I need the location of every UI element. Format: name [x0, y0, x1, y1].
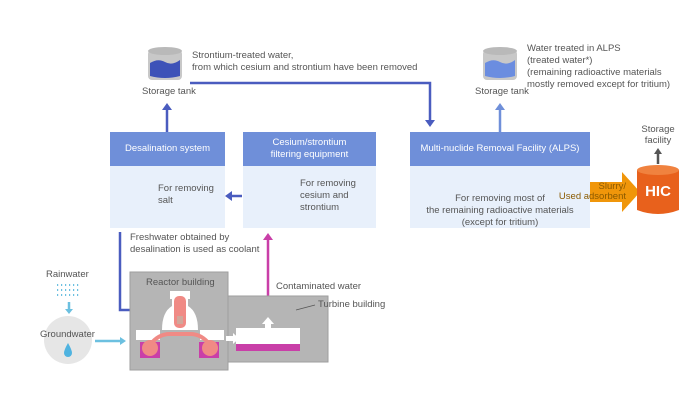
rain-to-ground-arrow	[65, 302, 73, 314]
storage-tank-left-icon	[148, 47, 182, 80]
alps-desc-line3: (except for tritium)	[461, 217, 539, 228]
cesium-title-line2: filtering equipment	[270, 149, 349, 160]
arrow-cesium-to-desalination	[225, 191, 242, 201]
left-tank-desc-line1: Strontium-treated water,	[192, 50, 294, 61]
right-tank-description: Water treated in ALPS (treated water*) (…	[527, 43, 670, 91]
rain-icon	[57, 284, 79, 296]
arrow-strontium-water-to-alps	[190, 81, 435, 127]
desalination-system-body	[110, 166, 225, 228]
alps-desc-line2: the remaining radioactive materials	[426, 205, 574, 216]
groundwater-label: Groundwater	[40, 329, 95, 340]
freshwater-line1: Freshwater obtained by	[130, 232, 230, 243]
left-tank-label: Storage tank	[142, 86, 196, 97]
rainwater-label: Rainwater	[46, 269, 89, 280]
right-tank-desc-line3: (remaining radioactive materials	[527, 67, 662, 78]
desalination-system-header: Desalination system	[110, 132, 225, 166]
alps-desc-line1: For removing most of	[455, 193, 545, 204]
reactor-building-label: Reactor building	[146, 277, 215, 288]
cesium-description: For removing cesium and strontium	[300, 178, 356, 214]
groundwater-to-reactor-arrow	[95, 337, 126, 345]
freshwater-line2: desalination is used as coolant	[130, 244, 260, 255]
slurry-line1: Slurry/	[598, 181, 626, 192]
cesium-title-line1: Cesium/strontium	[272, 137, 347, 148]
storage-tank-right-icon	[483, 47, 517, 80]
right-tank-label: Storage tank	[475, 86, 529, 97]
arrow-to-storage-facility	[654, 148, 662, 164]
alps-title: Multi-nuclide Removal Facility (ALPS)	[420, 143, 580, 154]
turbine-building-label: Turbine building	[318, 299, 386, 310]
slurry-line2: Used adsorbent	[558, 191, 626, 202]
desalination-title: Desalination system	[124, 143, 210, 154]
alps-body	[410, 166, 590, 228]
groundwater-icon	[44, 316, 92, 364]
turbine-basin-icon	[236, 317, 300, 351]
storage-facility-label: Storage facility	[628, 124, 688, 146]
alps-description: For removing most of the remaining radio…	[410, 193, 590, 229]
left-tank-description: Strontium-treated water, from which cesi…	[192, 50, 417, 74]
cesium-filter-header: Cesium/strontium filtering equipment	[243, 132, 376, 166]
desalination-desc-line2: salt	[158, 195, 173, 206]
cesium-desc-line3: strontium	[300, 202, 340, 213]
right-tank-desc-line2: (treated water*)	[527, 55, 593, 66]
left-tank-desc-line2: from which cesium and strontium have bee…	[192, 62, 418, 73]
right-tank-desc-line1: Water treated in ALPS	[527, 43, 621, 54]
arrow-to-left-tank	[162, 103, 172, 132]
storage-facility-line1: Storage	[641, 124, 675, 135]
contaminated-water-label: Contaminated water	[276, 281, 362, 292]
arrow-to-right-tank	[495, 103, 505, 132]
desalination-desc-line1: For removing	[158, 183, 214, 194]
alps-header: Multi-nuclide Removal Facility (ALPS)	[410, 132, 590, 166]
desalination-description: For removing salt	[158, 183, 214, 207]
cesium-filter-body	[243, 166, 376, 228]
freshwater-label: Freshwater obtained by desalination is u…	[130, 232, 259, 256]
right-tank-desc-line4: mostly removed except for tritium)	[527, 79, 671, 90]
storage-facility-line2: facility	[644, 135, 672, 146]
hic-container-icon	[637, 165, 679, 214]
cesium-desc-line1: For removing	[300, 178, 356, 189]
slurry-label: Slurry/ Used adsorbent	[548, 182, 626, 202]
reactor-vessel-icon	[136, 291, 224, 358]
hic-label: HIC	[645, 183, 671, 200]
cesium-desc-line2: cesium and	[300, 190, 349, 201]
